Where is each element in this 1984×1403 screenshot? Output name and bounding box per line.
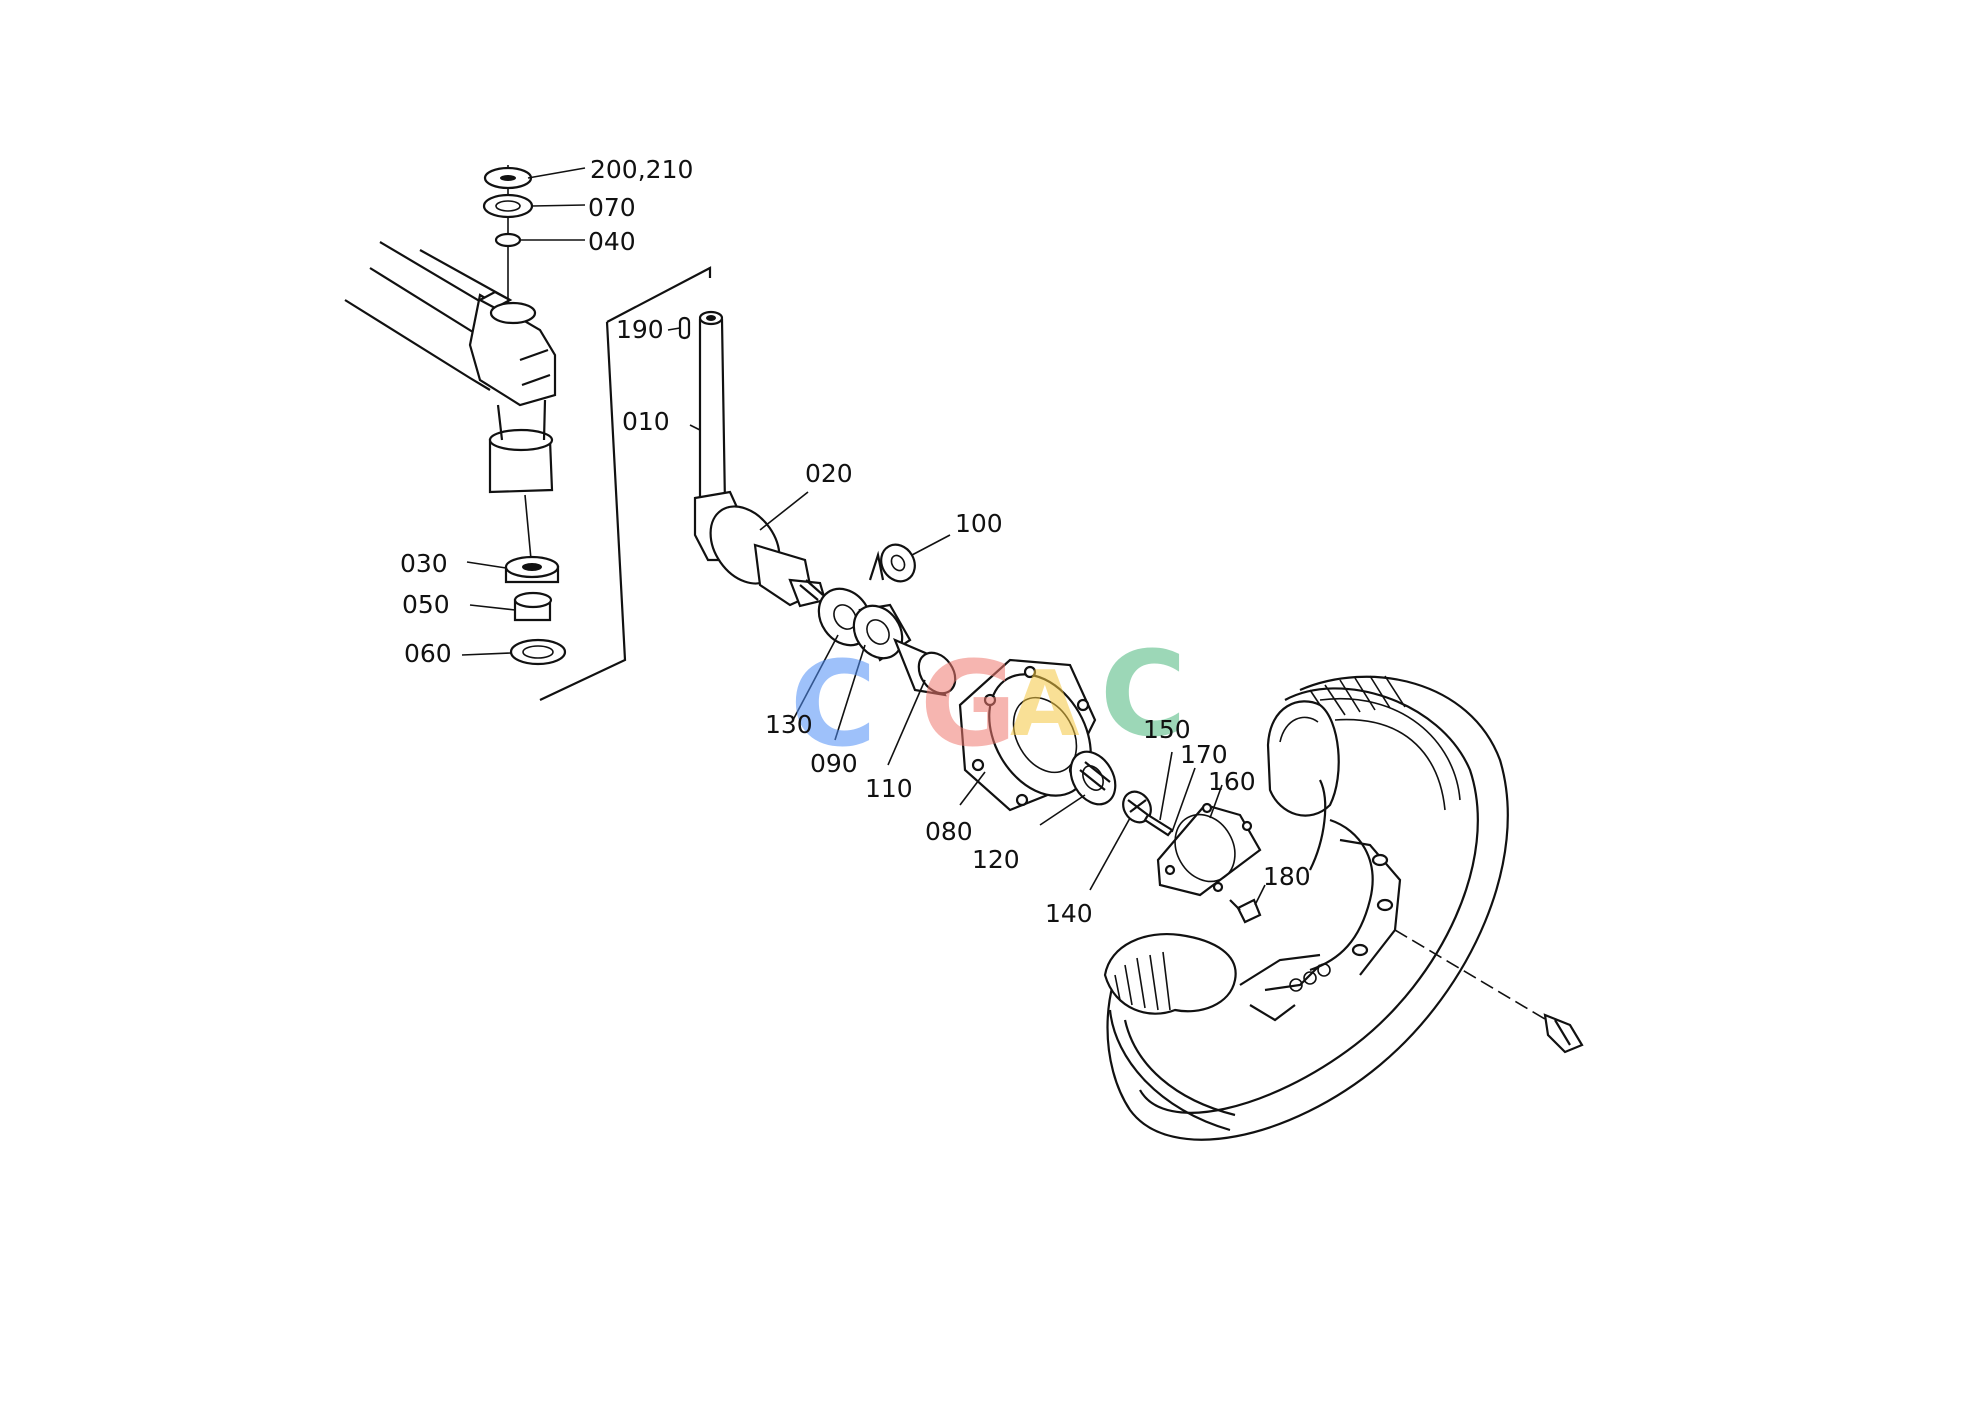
washer-100 — [868, 543, 916, 583]
label-070: 070 — [588, 193, 636, 222]
hub-bearings — [817, 587, 957, 697]
label-090: 090 — [810, 749, 858, 778]
svg-text:C: C — [1100, 625, 1187, 763]
top-washers — [482, 165, 537, 325]
grease-fitting — [1229, 898, 1262, 924]
label-010: 010 — [622, 407, 670, 436]
pin-190 — [678, 316, 691, 340]
label-200-210: 200,210 — [590, 155, 693, 184]
assembly-bracket — [539, 266, 712, 701]
svg-text:A: A — [1010, 652, 1080, 757]
label-150: 150 — [1143, 715, 1191, 744]
label-140: 140 — [1045, 899, 1093, 928]
label-040: 040 — [588, 227, 636, 256]
label-030: 030 — [400, 549, 448, 578]
label-130: 130 — [765, 710, 813, 739]
label-160: 160 — [1208, 767, 1256, 796]
label-110: 110 — [865, 774, 913, 803]
knuckle — [693, 310, 827, 608]
label-170: 170 — [1180, 740, 1228, 769]
svg-text:C: C — [790, 635, 877, 773]
wheel-bolt — [1394, 929, 1584, 1054]
label-180: 180 — [1263, 862, 1311, 891]
axle-beam — [344, 241, 557, 494]
hub-cap — [1156, 802, 1262, 897]
nut-140 — [1122, 790, 1174, 837]
bearing-120 — [1069, 750, 1117, 806]
part-labels: 200,210 070 040 190 010 020 100 030 050 … — [400, 155, 1311, 928]
label-190: 190 — [616, 315, 664, 344]
label-050: 050 — [402, 590, 450, 619]
bottom-bearings — [504, 494, 567, 666]
label-060: 060 — [404, 639, 452, 668]
leader-lines — [461, 167, 1266, 906]
watermark-logo: C G A C — [790, 625, 1187, 773]
label-100: 100 — [955, 509, 1003, 538]
svg-text:G: G — [920, 635, 1017, 773]
label-120: 120 — [972, 845, 1020, 874]
label-020: 020 — [805, 459, 853, 488]
wheel — [1103, 675, 1509, 1141]
label-080: 080 — [925, 817, 973, 846]
